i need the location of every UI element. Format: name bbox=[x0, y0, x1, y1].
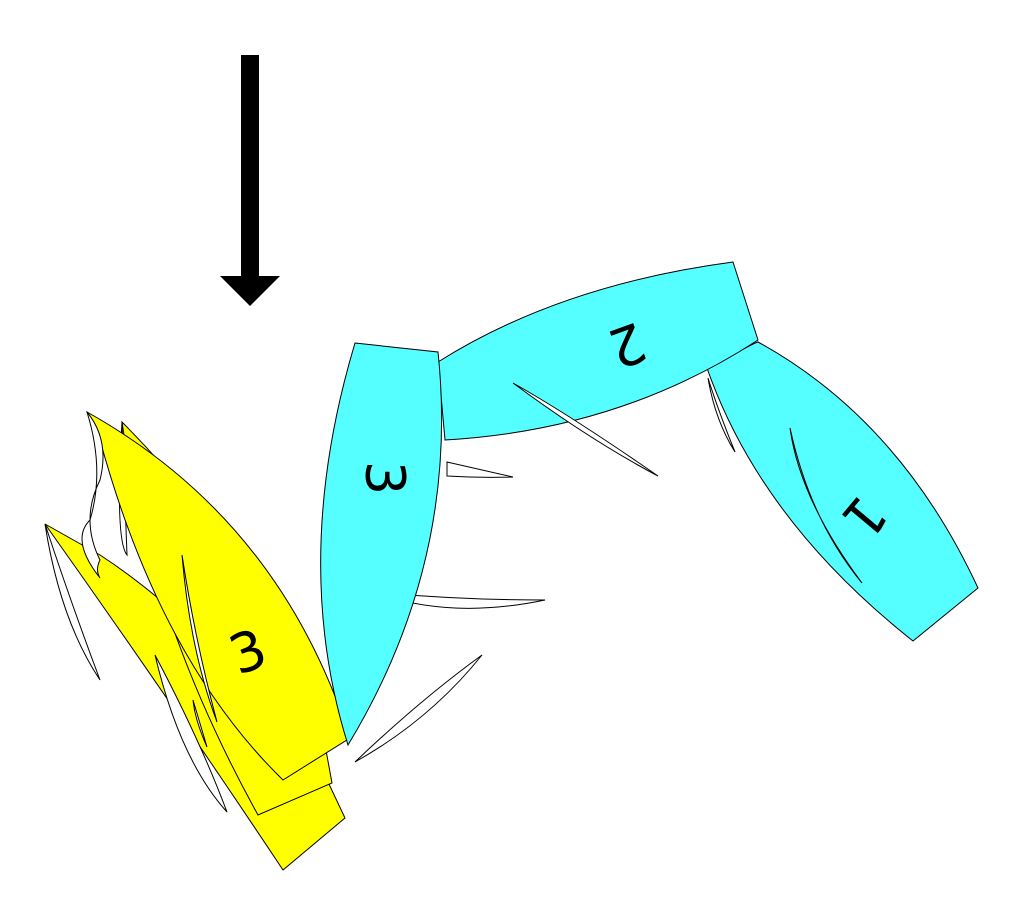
arrow-down-icon bbox=[220, 55, 280, 306]
yellow-boat-front bbox=[81, 410, 351, 781]
cyan-boat-2 bbox=[437, 261, 759, 477]
boat-number-3-cyan: 3 bbox=[354, 461, 417, 495]
cyan-boat-3 bbox=[320, 342, 546, 763]
cyan-boat-1 bbox=[706, 341, 979, 642]
